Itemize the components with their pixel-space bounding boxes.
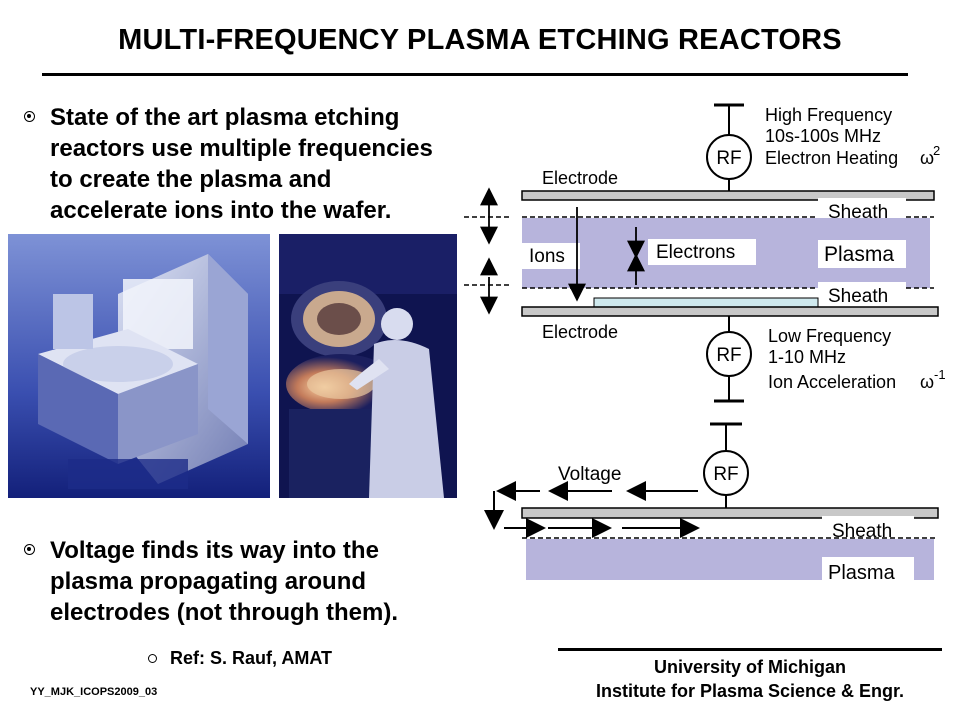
bullet-text: Voltage finds its way into the plasma pr…: [50, 537, 398, 626]
hf-exponent: 2: [933, 143, 940, 158]
voltage-propagation-diagram: RF Voltage Sheath Plasma: [484, 422, 939, 584]
lf-omega: ω: [920, 372, 934, 392]
lf-label-1: Low Frequency: [768, 326, 891, 346]
hf-label-2: 10s-100s MHz: [765, 126, 881, 146]
bullet-icon: [24, 544, 35, 555]
electrons-label-bg: [648, 239, 756, 265]
slide-title: MULTI-FREQUENCY PLASMA ETCHING REACTORS: [118, 24, 842, 56]
etch-tool-photo: [8, 234, 270, 498]
reactor-diagram: RF High Frequency 10s-100s MHz Electron …: [464, 103, 946, 403]
lf-exponent: -1: [934, 367, 946, 382]
electrode-bottom-label: Electrode: [542, 322, 618, 342]
footer-institute: Institute for Plasma Science & Engr.: [595, 681, 905, 701]
rf-source-bottom-label: RF: [716, 345, 741, 366]
ions-label: Ions: [529, 246, 565, 267]
hf-label-3: Electron Heating: [765, 148, 898, 168]
plasma-voltage-label-bg: [822, 557, 914, 583]
hf-omega: ω: [920, 148, 934, 168]
lf-label-3: Ion Acceleration: [768, 372, 896, 392]
electrode-bottom: [521, 306, 939, 317]
title-underline: [42, 73, 908, 76]
footer-rule: [558, 648, 942, 651]
plasma-label-bg: [818, 240, 906, 268]
sheath-top-label: Sheath: [828, 202, 888, 223]
voltage-label: Voltage: [558, 464, 621, 485]
bullet-icon: [24, 111, 35, 122]
electrode-top-label: Electrode: [542, 168, 618, 188]
sheath-bottom-label-bg: [818, 282, 906, 310]
plasma-voltage-label: Plasma: [828, 562, 896, 584]
plasma-label: Plasma: [824, 243, 894, 266]
slide-code: YY_MJK_ICOPS2009_03: [30, 686, 158, 698]
sheath-bottom-label: Sheath: [828, 286, 888, 307]
ions-label-bg: [522, 243, 580, 269]
bullet-text: State of the art plasma etching reactors…: [50, 104, 433, 224]
rf-source-top-label: RF: [716, 148, 741, 169]
wafer: [593, 297, 819, 308]
electrode-voltage: [521, 507, 939, 519]
rf-source-voltage-label: RF: [713, 464, 738, 485]
reference-bullet-icon: [148, 654, 157, 663]
lf-label-2: 1-10 MHz: [768, 347, 846, 367]
reference-text: Ref: S. Rauf, AMAT: [170, 648, 332, 668]
hf-label-1: High Frequency: [765, 105, 892, 125]
cleanroom-photo: [279, 234, 457, 498]
sheath-voltage-label: Sheath: [832, 521, 892, 542]
electrons-label: Electrons: [656, 242, 735, 263]
electrode-top: [521, 190, 935, 201]
footer-university: University of Michigan: [653, 657, 847, 677]
